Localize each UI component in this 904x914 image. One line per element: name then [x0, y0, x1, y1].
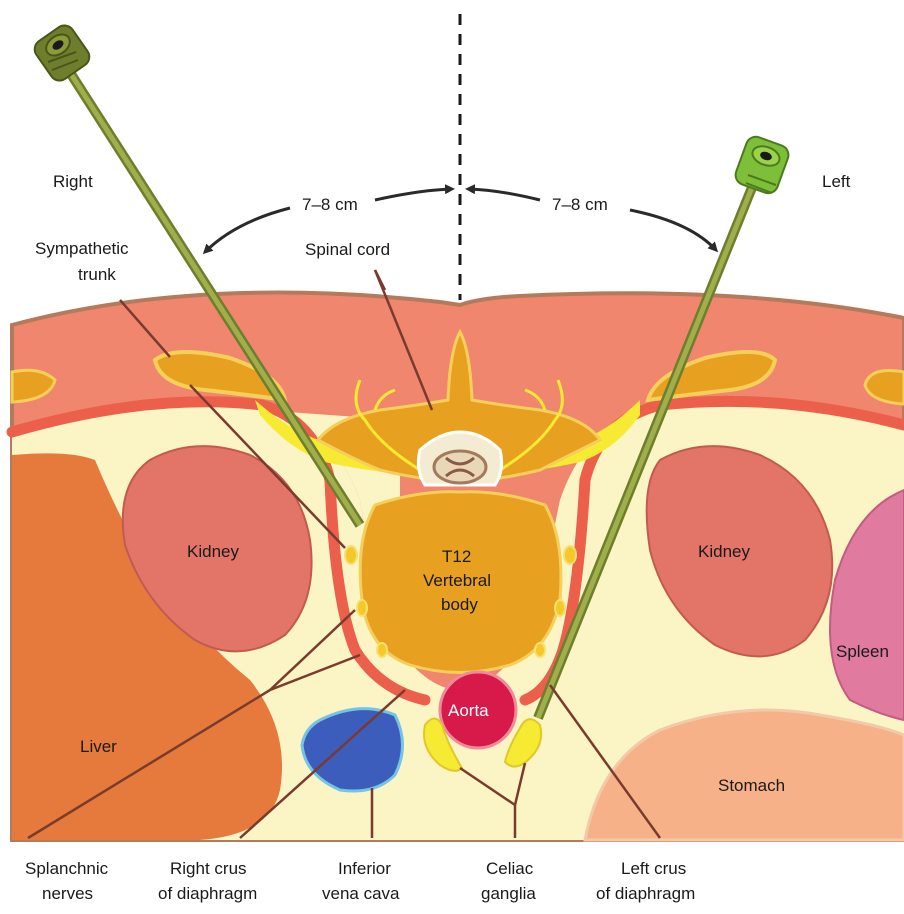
leader-spinal-cord-skin [375, 270, 385, 290]
label-celiac-1: Celiac [486, 859, 534, 878]
label-spleen: Spleen [836, 642, 889, 661]
spinal-cord [434, 451, 486, 483]
distance-arrow-left-to-midline [468, 189, 540, 200]
label-kidney-left: Kidney [698, 542, 750, 561]
label-stomach: Stomach [718, 776, 785, 795]
label-celiac-2: ganglia [481, 884, 536, 903]
label-right-crus-1: Right crus [170, 859, 247, 878]
label-sympathetic-trunk-2: trunk [78, 265, 116, 284]
nodule-3 [377, 643, 387, 657]
nodule-2 [357, 600, 367, 616]
label-right-crus-2: of diaphragm [158, 884, 257, 903]
label-distance-right: 7–8 cm [302, 195, 358, 214]
label-vertebral-body-1: T12 [442, 547, 471, 566]
label-ivc-1: Inferior [338, 859, 391, 878]
label-vertebral-body-3: body [441, 595, 478, 614]
label-distance-left: 7–8 cm [552, 195, 608, 214]
label-vertebral-body-2: Vertebral [423, 571, 491, 590]
label-splanchnic-1: Splanchnic [25, 859, 109, 878]
distance-arrow-right-to-needle [205, 208, 290, 252]
label-kidney-right: Kidney [187, 542, 239, 561]
label-left-crus-2: of diaphragm [596, 884, 695, 903]
label-right: Right [53, 172, 93, 191]
label-splanchnic-2: nerves [42, 884, 93, 903]
label-sympathetic-trunk-1: Sympathetic [35, 239, 129, 258]
label-left: Left [822, 172, 851, 191]
distance-arrow-right-to-midline [375, 189, 452, 200]
nodule-1 [345, 546, 357, 564]
label-spinal-cord: Spinal cord [305, 240, 390, 259]
label-ivc-2: vena cava [322, 884, 400, 903]
nodule-5 [555, 600, 565, 616]
nodule-4 [564, 546, 576, 564]
needle-right-hub [31, 22, 93, 85]
distance-arrow-left-to-needle [630, 210, 716, 250]
needle-left-hub [733, 134, 791, 196]
label-aorta: Aorta [448, 701, 489, 720]
label-liver: Liver [80, 737, 117, 756]
nodule-6 [535, 643, 545, 657]
label-left-crus-1: Left crus [621, 859, 686, 878]
